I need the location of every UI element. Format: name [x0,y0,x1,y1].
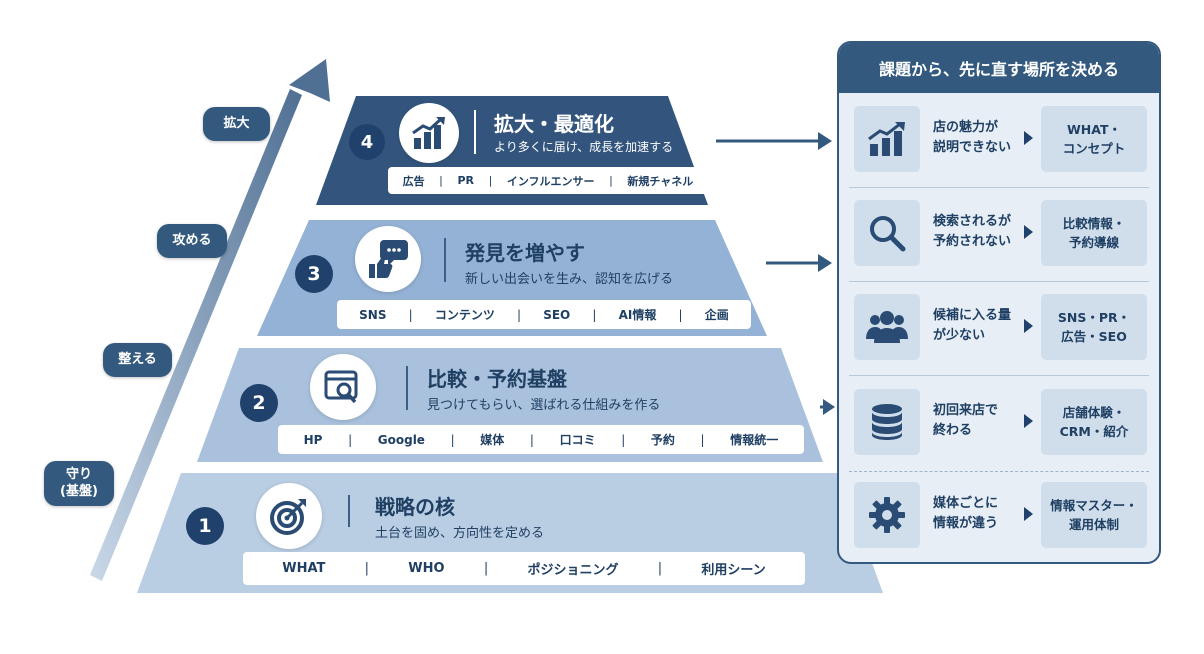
gear-icon [854,482,920,548]
tag: PR [457,174,474,187]
row-divider [849,187,1149,188]
arrow-right-icon [1024,131,1033,145]
tag: 利用シーン [701,563,766,578]
row-divider [849,281,1149,282]
stage-pill-defense: 守り (基盤) [44,461,114,506]
tier-number: 3 [307,263,321,285]
tag: WHAT [282,561,326,576]
tier-divider [474,110,476,154]
arrow-right-icon [1024,507,1033,521]
issue-problem: 初回来店で 終わる [933,403,999,438]
issue-problem: 媒体ごとに 情報が違う [933,496,999,531]
tag: Google [377,432,425,447]
tag: SEO [543,307,571,322]
issue-problem: 店の魅力が 説明できない [933,120,1012,155]
thumbs-up-chat-icon [355,226,421,292]
panel-title: 課題から、先に直す場所を決める [839,43,1159,93]
database-icon [854,389,920,455]
connector-arrows [716,132,835,415]
tier-tag-bar: 広告| PR| インフルエンサー| 新規チャネル [388,167,708,194]
issue-row: 店の魅力が 説明できない WHAT・ コンセプト [849,104,1149,174]
stage-pill-attack: 攻める [157,224,227,258]
tier-number: 1 [198,515,212,537]
issue-row: 検索されるが 予約されない 比較情報・ 予約導線 [849,198,1149,268]
issue-solution: 比較情報・ 予約導線 [1041,200,1147,266]
tier-subtitle: 土台を固め、方向性を定める [375,526,545,541]
tag: 予約 [650,433,675,447]
tag: ポジショニング [527,563,619,578]
issue-solution: 店舗体験・ CRM・紹介 [1041,389,1147,455]
tier-subtitle: 新しい出会いを生み、認知を広げる [465,272,674,287]
search-window-icon [310,354,376,420]
tier-tag-bar: HP| Google| 媒体| 口コミ| 予約| 情報統一 [278,425,804,454]
stage-label: 整える [118,351,157,367]
target-icon [256,483,322,549]
tier-title: 発見を増やす [465,241,585,265]
tag: 口コミ [559,433,596,447]
people-icon [854,294,920,360]
tier-tag-bar: WHAT| WHO| ポジショニング| 利用シーン [243,552,805,585]
issue-problem: 検索されるが 予約されない [933,214,1012,249]
stage-label: 守り (基盤) [60,467,98,499]
issue-row: 初回来店で 終わる 店舗体験・ CRM・紹介 [849,387,1149,457]
issue-solution: 情報マスター・ 運用体制 [1041,482,1147,548]
issue-solution: WHAT・ コンセプト [1041,106,1147,172]
stage-pill-expand: 拡大 [203,107,270,141]
tag: 広告 [402,174,425,188]
row-divider [849,471,1149,472]
tier-subtitle: より多くに届け、成長を加速する [494,140,674,154]
pyramid-tier-3: 3 発見を増やす 新しい出会いを生み、認知を広げる SNS| コンテンツ| SE… [257,220,767,336]
tag: WHO [408,561,445,576]
pyramid-tier-1: 1 戦略の核 土台を固め、方向性を定める WHAT| WHO| ポジショニング|… [137,473,883,593]
tag: SNS [359,307,387,322]
stage-label: 拡大 [223,115,250,131]
arrow-right-icon [1024,319,1033,333]
tier-tag-bar: SNS| コンテンツ| SEO| AI情報| 企画 [337,300,751,329]
growth-chart-icon [399,103,459,163]
issue-row: 媒体ごとに 情報が違う 情報マスター・ 運用体制 [849,480,1149,550]
tag: 媒体 [480,433,505,447]
magnifier-icon [854,200,920,266]
pyramid-tier-2: 2 比較・予約基盤 見つけてもらい、選ばれる仕組みを作る HP| Google|… [197,348,823,462]
arrow-right-icon [1024,414,1033,428]
tier-title: 拡大・最適化 [494,112,614,136]
pyramid-tier-4: 4 拡大・最適化 より多くに届け、成長を加速する 広告| PR| インフルエンサ… [316,96,708,205]
tag: HP [303,432,323,447]
tier-number-badge: 2 [240,384,278,422]
tag: コンテンツ [434,308,495,322]
tier-number-badge: 4 [349,124,385,160]
tag: インフルエンサー [506,174,595,188]
stage-label: 攻める [172,232,212,248]
stage-pill-organize: 整える [103,343,172,377]
tier-number: 4 [360,131,374,153]
tier-subtitle: 見つけてもらい、選ばれる仕組みを作る [427,398,661,413]
tier-title: 比較・予約基盤 [427,367,567,391]
arrow-right-icon [1024,225,1033,239]
tier-number-badge: 1 [186,507,224,545]
tag: 企画 [704,308,729,322]
growth-arrow [90,59,330,581]
tag: AI情報 [618,308,657,322]
tag: 新規チャネル [627,174,694,188]
row-divider [849,375,1149,376]
tier-divider [406,366,408,410]
tag: 情報統一 [730,433,779,447]
tier-divider [444,238,446,282]
issue-panel: 課題から、先に直す場所を決める 店の魅力が 説明できない WHAT・ コンセプト… [837,41,1161,564]
bar-chart-icon [854,106,920,172]
tier-title: 戦略の核 [375,495,455,519]
issue-problem: 候補に入る量 が少ない [933,308,1012,343]
issue-solution: SNS・PR・ 広告・SEO [1041,294,1147,360]
tier-number-badge: 3 [295,255,333,293]
tier-divider [348,495,350,527]
tier-number: 2 [252,392,266,414]
issue-row: 候補に入る量 が少ない SNS・PR・ 広告・SEO [849,292,1149,362]
